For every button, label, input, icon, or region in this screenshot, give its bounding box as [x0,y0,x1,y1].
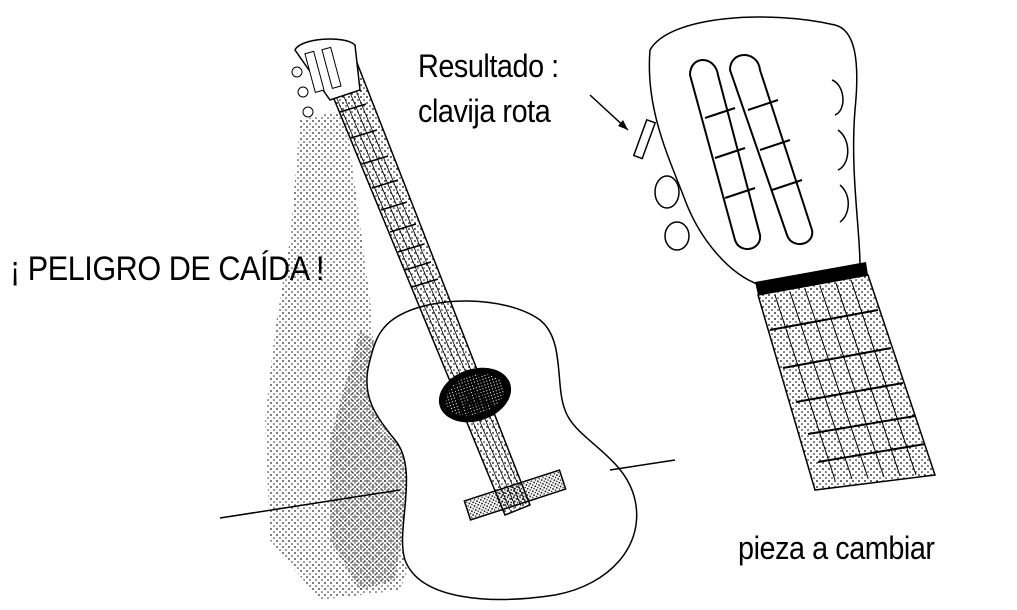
arrow-icon [589,94,629,131]
broken-peg-icon [632,118,657,160]
ground-line-left [219,489,401,519]
danger-label: ¡ PELIGRO DE CAÍDA ! [10,250,325,288]
tuning-peg-icon [654,175,680,209]
guitar-neck [316,49,531,516]
piece-label: pieza a cambiar [738,530,935,566]
neck-closeup [757,274,937,491]
headstock-closeup [632,16,868,295]
ground-line-right [609,459,676,471]
guitar-headstock [291,38,361,118]
tuning-peg-icon [664,221,690,251]
result-label-line1: Resultado : [418,48,559,84]
result-label-line2: clavija rota [418,93,551,129]
